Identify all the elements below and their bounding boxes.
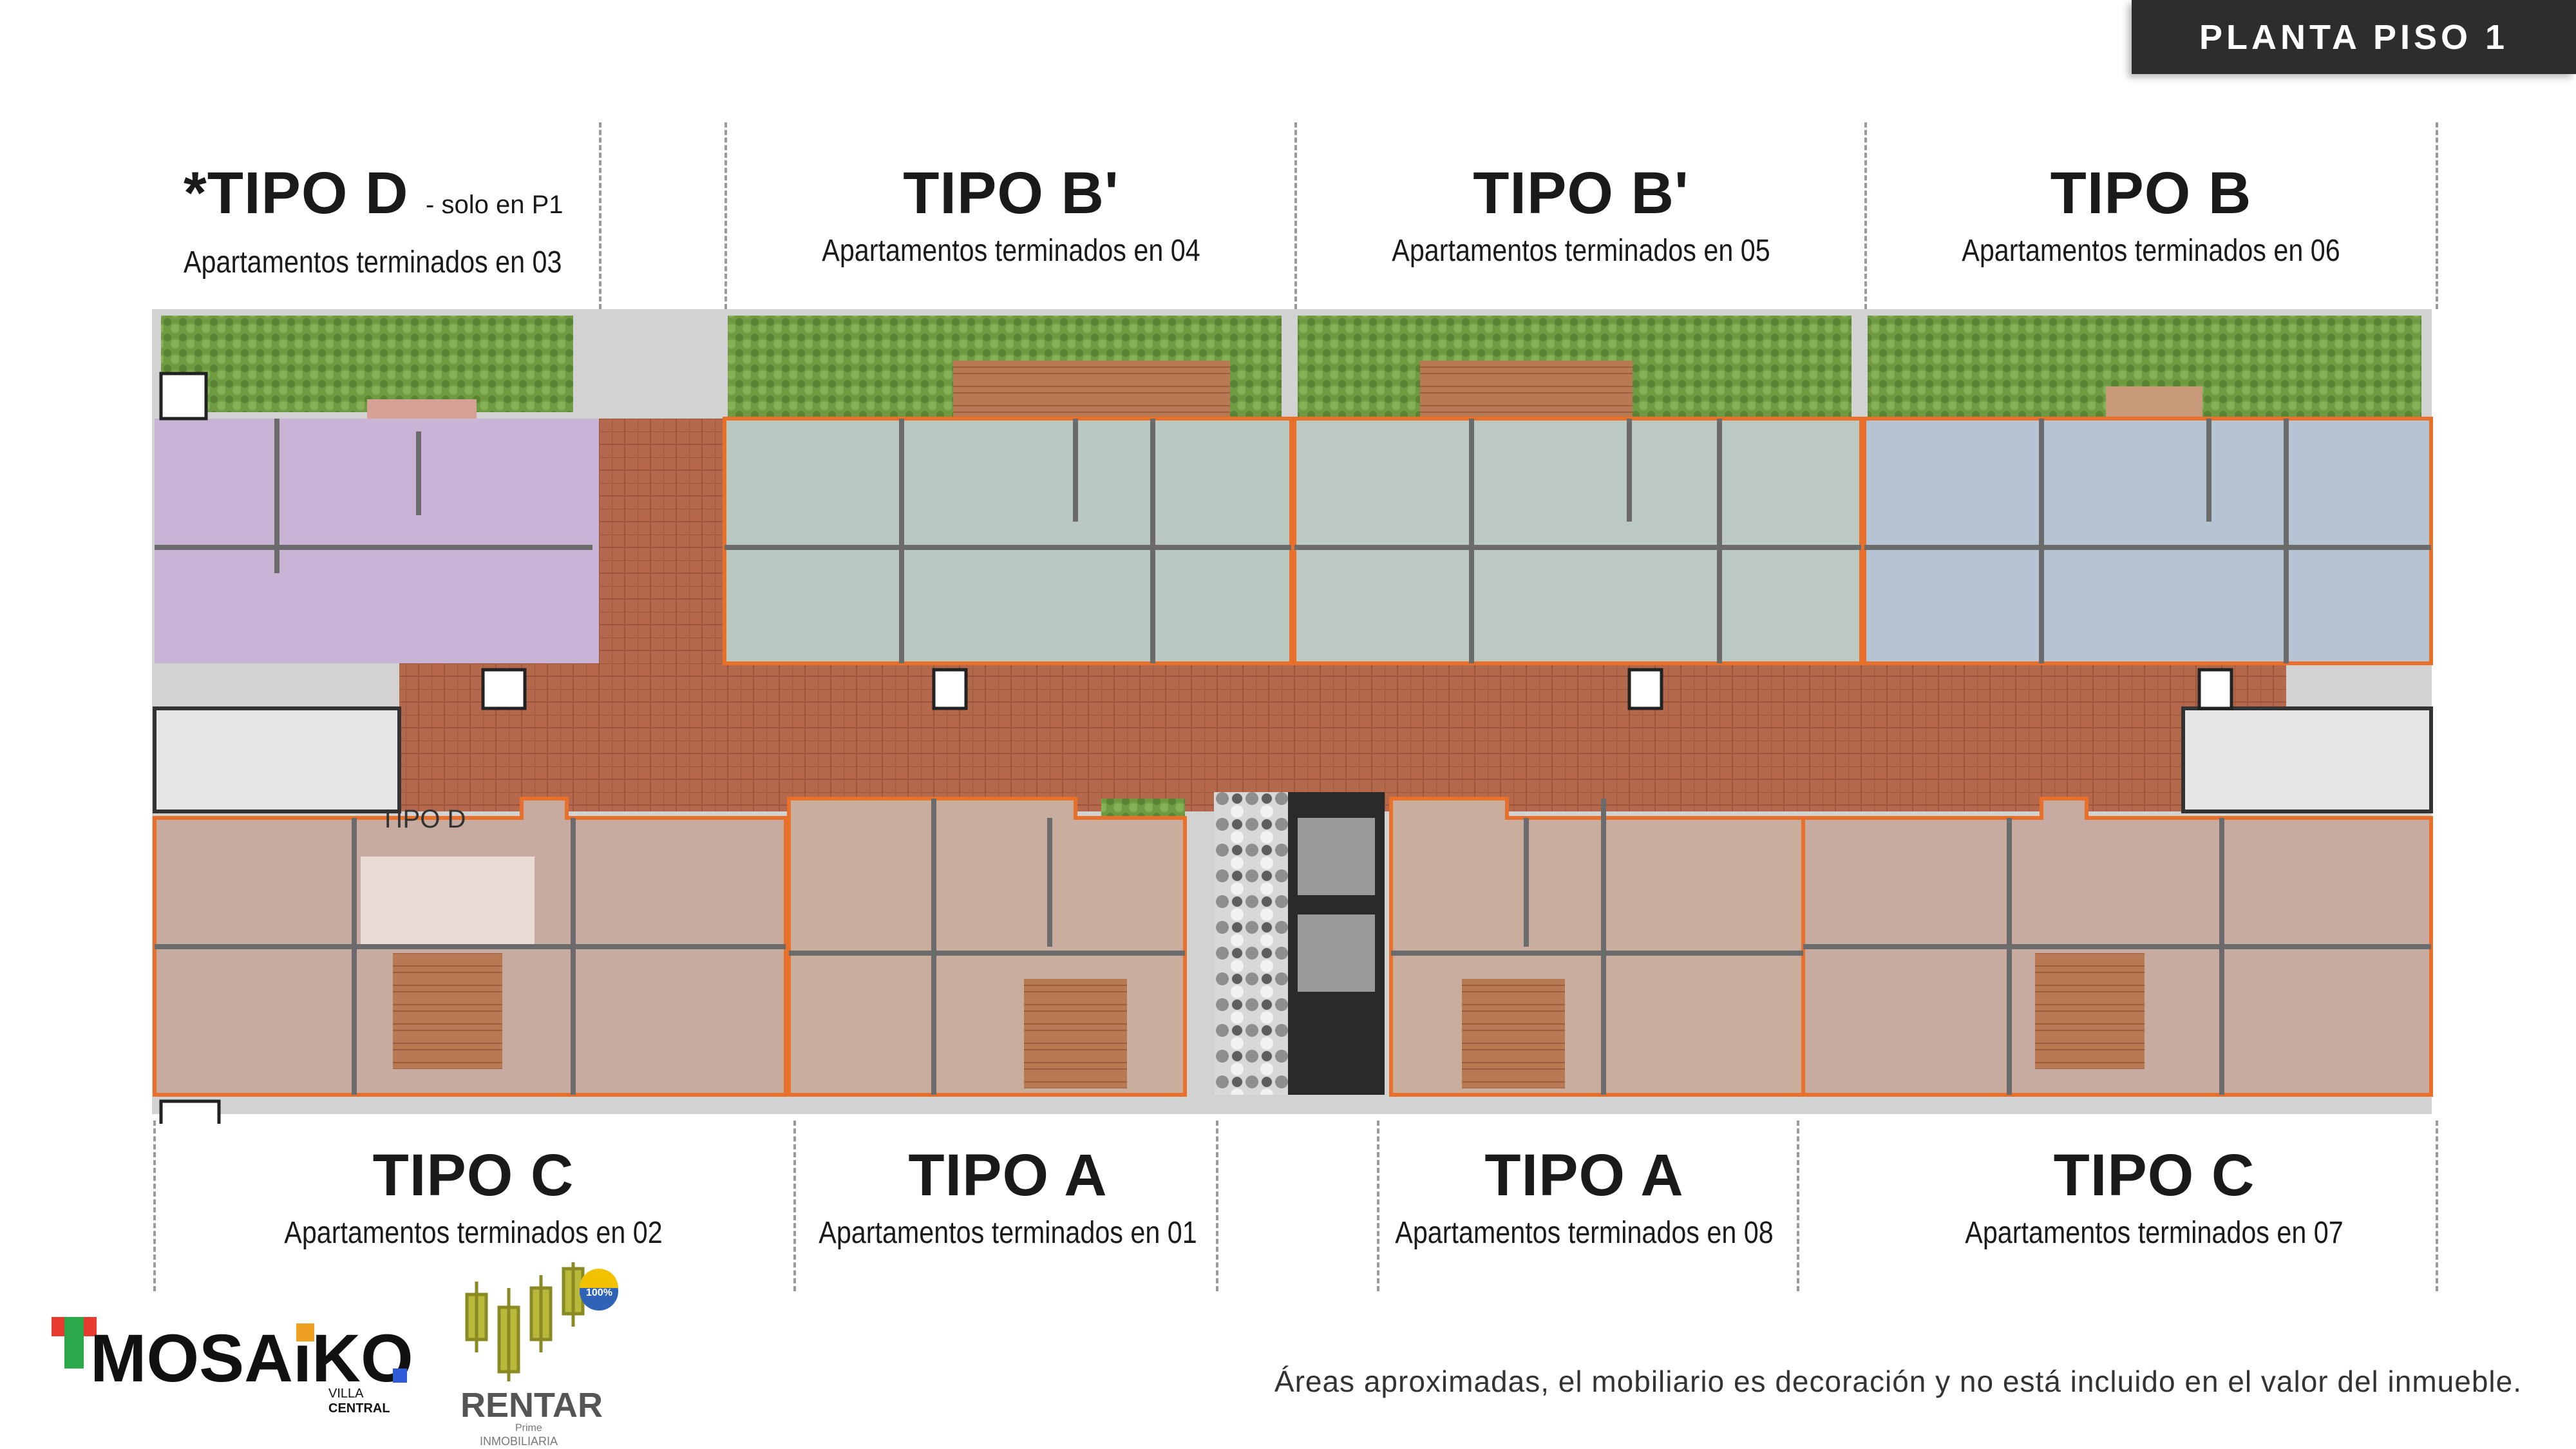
- unit-name: TIPO B': [1473, 160, 1689, 226]
- unit-name: *TIPO D: [184, 160, 409, 226]
- stairs-right: [2181, 706, 2433, 813]
- unit-title-02: TIPO C Apartamentos terminados en 02: [245, 1143, 702, 1253]
- plan-label-tipo-d: TIPO D: [380, 805, 466, 833]
- unit-name: TIPO B: [2050, 160, 2252, 226]
- dining-01: [1024, 979, 1127, 1088]
- divider-top-3: [1294, 122, 1297, 309]
- unit-subtitle: Apartamentos terminados en 01: [819, 1216, 1197, 1250]
- dining-02: [393, 953, 502, 1069]
- unit-name: TIPO A: [908, 1142, 1108, 1208]
- rentar-logo-sub-prime: Prime: [515, 1423, 542, 1434]
- garden-03: [161, 316, 573, 412]
- unit-subtitle: Apartamentos terminados en 03: [184, 245, 562, 279]
- rentar-logo: 100% RENTAR Prime INMOBILIARIA: [460, 1262, 618, 1448]
- elevator-1: [1298, 818, 1375, 895]
- unit-name: TIPO A: [1484, 1142, 1684, 1208]
- bottom-walls: [155, 799, 2431, 1095]
- divider-bottom-5: [1797, 1121, 1799, 1291]
- unit-name: TIPO C: [372, 1142, 574, 1208]
- divider-bottom-2: [793, 1121, 796, 1291]
- top-walls: [155, 419, 2431, 663]
- unit-03: [155, 419, 599, 663]
- divider-top-5: [2436, 122, 2438, 309]
- hex-garden: [1214, 792, 1288, 1095]
- divider-bottom-1: [153, 1121, 156, 1291]
- unit-subtitle: Apartamentos terminados en 05: [1392, 234, 1770, 268]
- unit-subtitle: Apartamentos terminados en 08: [1395, 1216, 1774, 1250]
- divider-top-1: [599, 122, 601, 309]
- mosaiko-logo-text: MOSAiKO: [90, 1321, 413, 1396]
- mosaiko-logo: MOSAiKO VILLA CENTRAL: [52, 1317, 413, 1416]
- disclaimer: Áreas aproximadas, el mobiliario es deco…: [1274, 1365, 2522, 1398]
- divider-top-2: [724, 122, 727, 309]
- unit-subtitle: Apartamentos terminados en 02: [284, 1216, 663, 1250]
- unit-title-07: TIPO C Apartamentos terminados en 07: [1916, 1143, 2392, 1253]
- unit-04: [723, 417, 1293, 665]
- divider-bottom-4: [1377, 1121, 1379, 1291]
- unit-title-06: TIPO B Apartamentos terminados en 06: [1897, 161, 2405, 270]
- rentar-logo-sub-inmobiliaria: INMOBILIARIA: [480, 1435, 558, 1448]
- rentar-logo-text: RENTAR: [460, 1386, 603, 1425]
- unit-subtitle: Apartamentos terminados en 07: [1965, 1216, 2344, 1250]
- unit-title-04: TIPO B' Apartamentos terminados en 04: [757, 161, 1265, 270]
- floor-plan: TIPO D: [152, 309, 2433, 1124]
- divider-bottom-3: [1216, 1121, 1218, 1291]
- unit-name: TIPO B': [903, 160, 1119, 226]
- stairs-left: [153, 706, 401, 813]
- dining-08: [1462, 979, 1565, 1088]
- kitchen-02: [361, 857, 535, 947]
- mosaiko-logo-sub-central: CENTRAL: [328, 1401, 390, 1416]
- divider-top-4: [1864, 122, 1867, 309]
- unit-title-08: TIPO A Apartamentos terminados en 08: [1359, 1143, 1810, 1253]
- unit-title-01: TIPO A Apartamentos terminados en 01: [782, 1143, 1233, 1253]
- unit-subtitle: Apartamentos terminados en 06: [1962, 234, 2340, 268]
- divider-bottom-6: [2436, 1121, 2438, 1291]
- floor-badge: PLANTA PISO 1: [2132, 0, 2576, 74]
- unit-08: [1389, 797, 1805, 1097]
- unit-subtitle: Apartamentos terminados en 04: [822, 234, 1200, 268]
- elevator-2: [1298, 914, 1375, 992]
- unit-06: [1862, 417, 2433, 665]
- rentar-seal-text: 100%: [586, 1287, 612, 1298]
- unit-name: TIPO C: [2053, 1142, 2255, 1208]
- unit-title-03: *TIPO D - solo en P1 Apartamentos termin…: [184, 161, 609, 282]
- unit-title-05: TIPO B' Apartamentos terminados en 05: [1327, 161, 1835, 270]
- dining-07: [2035, 953, 2145, 1069]
- unit-note: - solo en P1: [426, 191, 564, 219]
- shafts: [159, 372, 2233, 1124]
- unit-05: [1293, 417, 1863, 665]
- mosaiko-logo-sub-villa: VILLA: [328, 1387, 364, 1401]
